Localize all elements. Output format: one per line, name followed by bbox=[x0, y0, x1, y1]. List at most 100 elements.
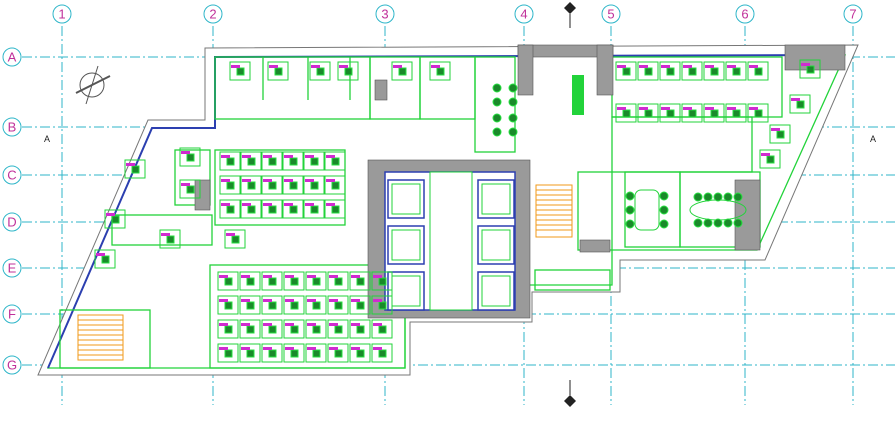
desk bbox=[240, 175, 262, 195]
desk bbox=[283, 295, 305, 315]
workstation bbox=[391, 61, 413, 81]
desk bbox=[349, 295, 371, 315]
chair bbox=[666, 67, 675, 76]
desk-tag bbox=[771, 128, 780, 131]
desk-tag bbox=[307, 347, 316, 350]
chair bbox=[290, 349, 299, 358]
desk bbox=[327, 295, 349, 315]
desk bbox=[224, 229, 246, 249]
desk-tag bbox=[326, 203, 335, 206]
chair bbox=[289, 181, 298, 190]
workstation bbox=[261, 343, 283, 363]
workstation bbox=[659, 103, 681, 123]
grid-label-column: 4 bbox=[520, 7, 527, 22]
structural-column bbox=[579, 239, 611, 253]
desk-tag bbox=[307, 275, 316, 278]
desk bbox=[283, 319, 305, 339]
chair bbox=[224, 349, 233, 358]
chair bbox=[659, 191, 669, 201]
chair bbox=[290, 277, 299, 286]
desk bbox=[305, 319, 327, 339]
desk bbox=[239, 295, 261, 315]
elevator-car bbox=[391, 275, 421, 307]
structural-column bbox=[374, 79, 388, 101]
chair bbox=[732, 67, 741, 76]
chair bbox=[334, 325, 343, 334]
workstation bbox=[371, 295, 393, 315]
desk bbox=[261, 175, 283, 195]
desk bbox=[217, 271, 239, 291]
chair bbox=[226, 157, 235, 166]
grid-label-row: A bbox=[8, 50, 17, 65]
chair bbox=[688, 109, 697, 118]
section-mark-bottom bbox=[564, 380, 576, 407]
desk-tag bbox=[242, 179, 251, 182]
workstation bbox=[261, 271, 283, 291]
workstation bbox=[615, 103, 637, 123]
desk-tag bbox=[639, 107, 648, 110]
workstation bbox=[179, 179, 201, 199]
desk-tag bbox=[431, 65, 440, 68]
desk bbox=[327, 271, 349, 291]
desk bbox=[725, 61, 747, 81]
desk bbox=[219, 151, 241, 171]
desk bbox=[219, 175, 241, 195]
workstation bbox=[239, 343, 261, 363]
chair bbox=[723, 218, 733, 228]
grid-bubble-column bbox=[375, 4, 395, 24]
desk-tag bbox=[263, 347, 272, 350]
desk bbox=[349, 343, 371, 363]
desk bbox=[747, 103, 769, 123]
chair bbox=[625, 191, 635, 201]
desk bbox=[305, 271, 327, 291]
desk-tag bbox=[241, 323, 250, 326]
chair bbox=[378, 301, 387, 310]
staircase-2 bbox=[535, 184, 573, 238]
desk-tag bbox=[791, 98, 800, 101]
desk bbox=[217, 295, 239, 315]
workstation bbox=[703, 103, 725, 123]
desk bbox=[371, 295, 393, 315]
desk bbox=[789, 94, 811, 114]
workstation bbox=[799, 59, 821, 79]
chair bbox=[224, 301, 233, 310]
chair bbox=[247, 205, 256, 214]
workstation bbox=[303, 175, 325, 195]
workstation bbox=[324, 199, 346, 219]
desk-tag bbox=[219, 347, 228, 350]
chair bbox=[398, 67, 407, 76]
desk bbox=[283, 343, 305, 363]
grid-bubble-column bbox=[52, 4, 72, 24]
desk-tag bbox=[305, 179, 314, 182]
elevator bbox=[477, 225, 515, 265]
chair bbox=[492, 127, 502, 137]
chair bbox=[226, 205, 235, 214]
structural-column bbox=[784, 44, 846, 71]
elevator bbox=[477, 179, 515, 219]
desk-tag bbox=[241, 275, 250, 278]
chair bbox=[268, 181, 277, 190]
chair bbox=[312, 277, 321, 286]
chair bbox=[236, 67, 245, 76]
workstation bbox=[349, 271, 371, 291]
desk bbox=[229, 61, 251, 81]
chair bbox=[733, 192, 743, 202]
workstation bbox=[305, 271, 327, 291]
desk-tag bbox=[639, 65, 648, 68]
desk-tag bbox=[242, 155, 251, 158]
grid-bubble-row bbox=[2, 258, 22, 278]
chair bbox=[268, 301, 277, 310]
desk bbox=[759, 149, 781, 169]
grid-bubble-row bbox=[2, 47, 22, 67]
room bbox=[174, 149, 211, 206]
desk-tag bbox=[683, 65, 692, 68]
grid-bubble-row bbox=[2, 165, 22, 185]
desk-tag bbox=[284, 155, 293, 158]
workstation bbox=[240, 199, 262, 219]
workstation bbox=[337, 61, 359, 81]
desk bbox=[703, 61, 725, 81]
section-marker-left: A bbox=[44, 134, 50, 144]
desk bbox=[261, 151, 283, 171]
chair bbox=[331, 205, 340, 214]
